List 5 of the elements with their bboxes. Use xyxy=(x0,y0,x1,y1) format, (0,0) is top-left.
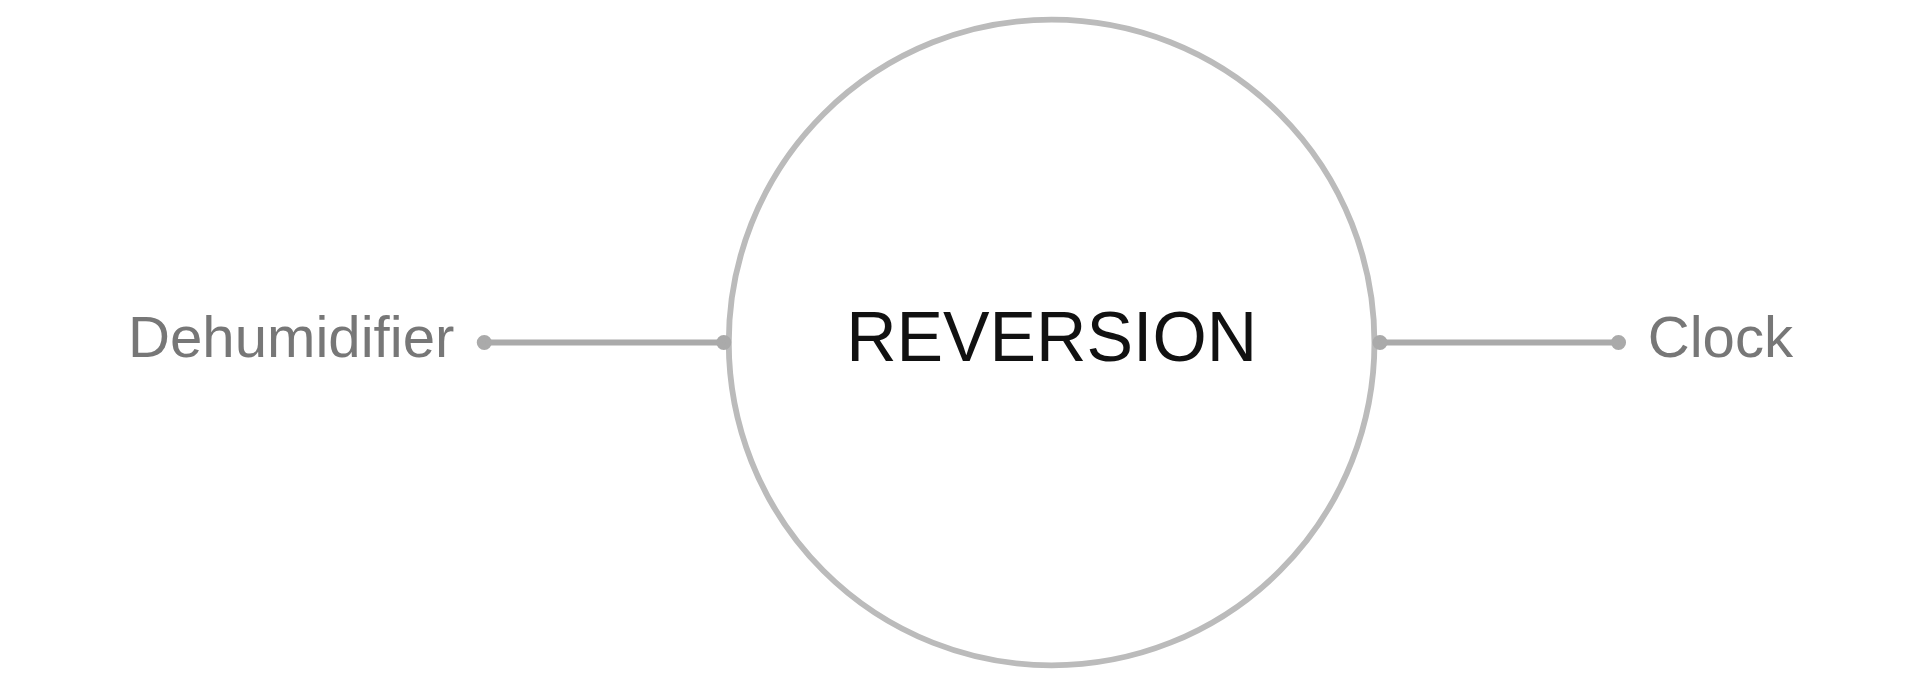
connector xyxy=(476,334,732,351)
node-circle: REVERSION xyxy=(725,16,1378,669)
node-text: Dehumidifier xyxy=(127,304,455,370)
node-text: Clock xyxy=(1647,304,1794,370)
connector xyxy=(1372,334,1627,351)
